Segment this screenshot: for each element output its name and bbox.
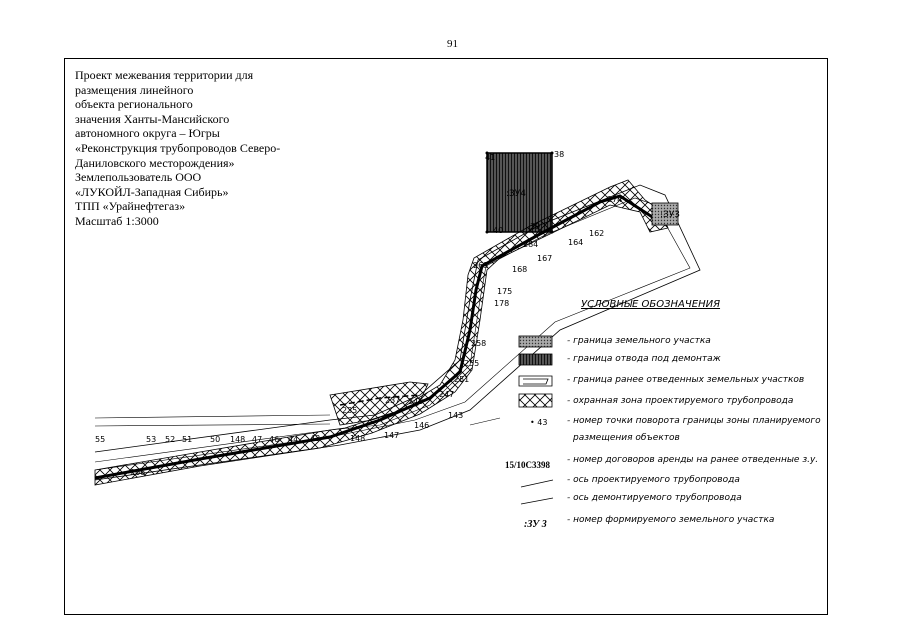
title-line: Землепользователь ООО — [75, 170, 202, 185]
title-line: значения Ханты-Мансийского — [75, 111, 230, 126]
title-line: автономного округа – Югры — [75, 126, 220, 141]
title-line: размещения линейного — [75, 82, 194, 97]
point-label: 178 — [494, 299, 509, 308]
legend-sample-demolition — [518, 353, 553, 366]
point-label: 162 — [589, 229, 604, 238]
legend-item: - граница земельного участка — [567, 336, 711, 346]
legend-sample-plot: :ЗУ 3 — [524, 519, 547, 530]
point-label: 147 — [384, 431, 399, 440]
protection-zone — [94, 179, 669, 486]
legend-item: - ось демонтируемого трубопровода — [567, 493, 742, 503]
point-label: 43 — [310, 434, 320, 443]
existing-line — [469, 417, 501, 426]
point-label: 51 — [182, 435, 192, 444]
point-label: 50 — [210, 435, 220, 444]
point-label: 52 — [165, 435, 175, 444]
parcel-label: :ЗУ3 — [660, 210, 680, 220]
legend-item: - охранная зона проектируемого трубопров… — [567, 396, 794, 406]
projected-pipeline-axis — [94, 194, 661, 480]
legend-sample-point: • 43 — [530, 418, 548, 427]
title-line: объекта регионального — [75, 97, 193, 112]
title-line: ТПП «Урайнефтегаз» — [75, 199, 186, 214]
point-label: 235 — [342, 406, 357, 415]
point-label: 38 — [554, 150, 564, 159]
point-label: 148 — [350, 434, 365, 443]
point-label: 55 — [95, 435, 105, 444]
legend-item: - граница отвода под демонтаж — [567, 354, 721, 364]
parcel-zu4 — [486, 152, 553, 233]
legend-item: - ось проектируемого трубопровода — [567, 475, 740, 485]
point-label: 168 — [512, 265, 527, 274]
legend-item: размещения объектов — [573, 433, 680, 443]
legend-item: - номер формируемого земельного участка — [567, 515, 775, 525]
point-label: 251 — [454, 375, 469, 384]
legend-item: - граница ранее отведенных земельных уча… — [567, 375, 805, 385]
point-label: 39 — [530, 222, 540, 231]
map-frame — [64, 58, 828, 615]
point-label: 143 — [448, 411, 463, 420]
legend-sample-previous — [518, 375, 553, 387]
legend-sample-land-boundary — [518, 335, 553, 348]
point-marker — [485, 151, 489, 155]
point-label: 258 — [471, 339, 486, 348]
parcel-zu3 — [651, 202, 679, 226]
existing-line — [94, 414, 331, 419]
point-marker — [485, 230, 489, 234]
title-block: Проект межевания территории для размещен… — [75, 68, 325, 229]
point-label: 255 — [464, 359, 479, 368]
point-label: 247 — [439, 390, 454, 399]
point-label: 44 — [288, 435, 298, 444]
point-label: 243 — [408, 397, 423, 406]
point-label: 41 — [485, 153, 495, 162]
point-label: 175 — [497, 287, 512, 296]
point-label: 167 — [537, 254, 552, 263]
point-label: 40 — [493, 226, 503, 235]
legend-sample-contract: 15/10С3398 — [505, 460, 550, 470]
legend-item: - номер договоров аренды на ранее отведе… — [567, 455, 819, 465]
demolition-boundary — [329, 381, 429, 426]
parcel-label: :ЗУ4 — [506, 189, 526, 199]
title-line: Проект межевания территории для — [75, 68, 254, 82]
point-marker — [550, 230, 554, 234]
legend-sample-protection — [518, 393, 553, 408]
page-number: 91 — [447, 38, 458, 50]
previous-allotment-outline-inner — [94, 197, 691, 471]
title-line: Даниловского месторождения» — [75, 155, 235, 170]
point-marker — [550, 151, 554, 155]
point-label: 47 — [252, 435, 262, 444]
title-line: Масштаб 1:3000 — [75, 213, 159, 228]
point-label: 263 — [473, 261, 488, 270]
existing-line — [94, 423, 331, 427]
title-line: «Реконструкция трубопроводов Северо- — [75, 140, 281, 155]
point-label: 237 — [385, 396, 400, 405]
legend-heading: УСЛОВНЫЕ ОБОЗНАЧЕНИЯ — [581, 299, 721, 310]
point-label: 284 — [523, 240, 538, 249]
point-label: 274 — [607, 195, 622, 204]
point-label: 53 — [146, 435, 156, 444]
point-label: 148 — [230, 435, 245, 444]
point-label: 46 — [269, 435, 279, 444]
title-line: «ЛУКОЙЛ-Западная Сибирь» — [75, 184, 229, 199]
legend-item: - номер точки поворота границы зоны план… — [567, 416, 821, 426]
legend-sample-projected-axis — [520, 479, 554, 488]
point-label: 206 — [130, 468, 145, 477]
point-label: 164 — [568, 238, 583, 247]
dismantled-pipeline-axis — [339, 394, 421, 406]
legend-sample-dismantled-axis — [520, 497, 554, 505]
point-label: 146 — [414, 421, 429, 430]
